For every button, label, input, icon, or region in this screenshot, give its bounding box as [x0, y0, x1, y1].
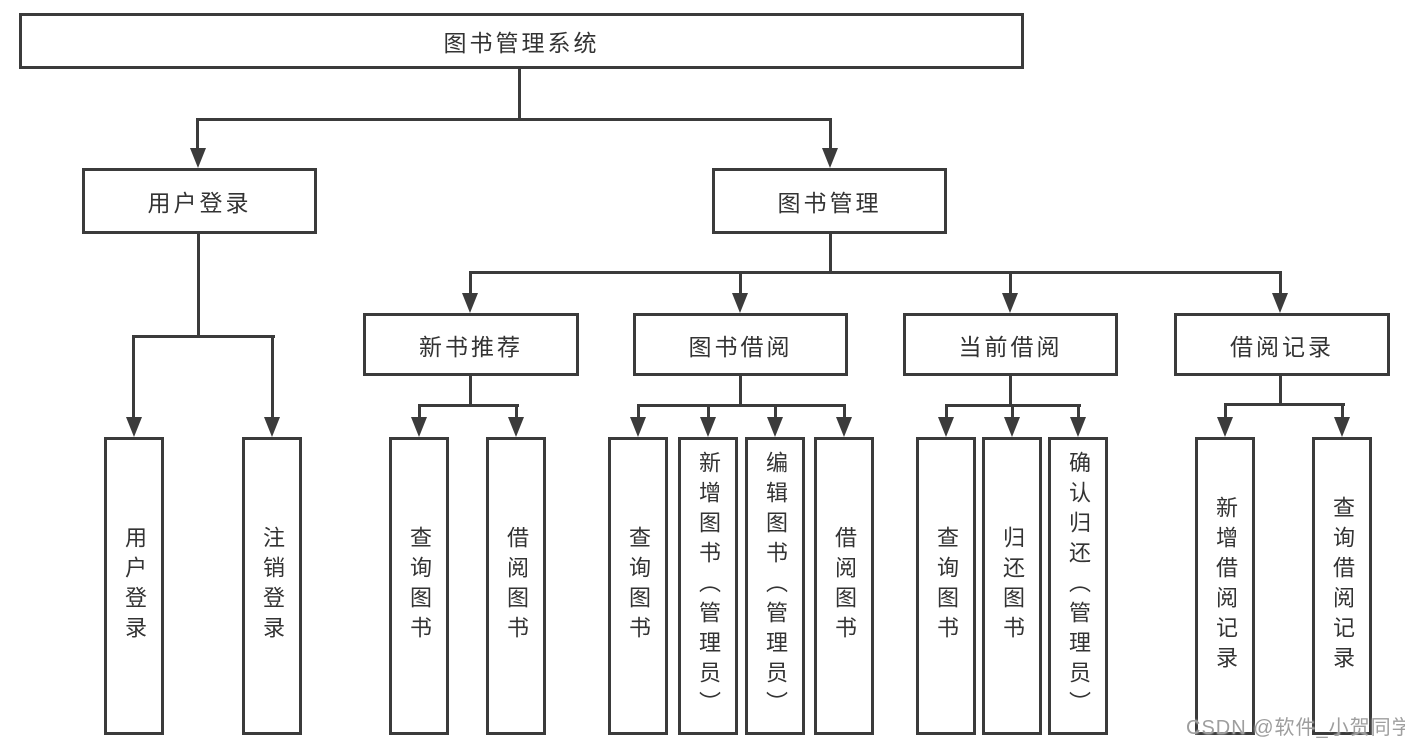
arrow-down-icon — [190, 148, 206, 168]
connector-vline — [469, 376, 472, 407]
connector-vline — [945, 404, 948, 420]
leaf-add-book-admin: 新增图书（管理员） — [678, 437, 738, 735]
leaf-label: 借阅图书 — [504, 526, 529, 646]
arrow-down-icon — [1070, 417, 1086, 437]
arrow-down-icon — [732, 293, 748, 313]
arrow-down-icon — [1002, 293, 1018, 313]
leaf-label: 查询借阅记录 — [1330, 496, 1355, 676]
connector-vline — [469, 271, 472, 296]
connector-hline — [637, 404, 846, 407]
leaf-label: 借阅图书 — [832, 526, 857, 646]
leaf-label: 确认归还（管理员） — [1066, 451, 1091, 721]
leaf-query-books-current: 查询图书 — [916, 437, 976, 735]
connector-vline — [1077, 404, 1080, 420]
connector-vline — [132, 335, 135, 419]
arrow-down-icon — [264, 417, 280, 437]
leaf-borrow-books-recommend: 借阅图书 — [486, 437, 546, 735]
connector-vline — [1009, 271, 1012, 296]
connector-vline — [271, 335, 274, 419]
connector-vline — [707, 404, 710, 420]
leaf-logout: 注销登录 — [242, 437, 302, 735]
connector-vline — [829, 234, 832, 273]
node-new-book-recommendation: 新书推荐 — [363, 313, 579, 376]
arrow-down-icon — [1334, 417, 1350, 437]
connector-vline — [774, 404, 777, 420]
leaf-label: 新增借阅记录 — [1213, 496, 1238, 676]
arrow-down-icon — [767, 417, 783, 437]
connector-vline — [637, 404, 640, 420]
leaf-label: 查询图书 — [934, 526, 959, 646]
arrow-down-icon — [462, 293, 478, 313]
leaf-label: 编辑图书（管理员） — [763, 451, 788, 721]
node-book-borrowing: 图书借阅 — [633, 313, 848, 376]
arrow-down-icon — [630, 417, 646, 437]
connector-vline — [1341, 403, 1344, 419]
connector-vline — [843, 404, 846, 420]
leaf-label: 归还图书 — [1000, 526, 1025, 646]
leaf-add-borrow-record: 新增借阅记录 — [1195, 437, 1255, 735]
connector-hline — [196, 118, 832, 121]
leaf-edit-book-admin: 编辑图书（管理员） — [745, 437, 805, 735]
leaf-borrow-books-borrowing: 借阅图书 — [814, 437, 874, 735]
leaf-label: 注销登录 — [260, 526, 285, 646]
connector-vline — [196, 118, 199, 150]
connector-vline — [829, 118, 832, 150]
arrow-down-icon — [1272, 293, 1288, 313]
leaf-label: 用户登录 — [122, 526, 147, 646]
node-library-management-system: 图书管理系统 — [19, 13, 1024, 69]
connector-vline — [1224, 403, 1227, 419]
connector-vline — [1009, 376, 1012, 407]
arrow-down-icon — [508, 417, 524, 437]
leaf-label: 查询图书 — [626, 526, 651, 646]
leaf-user-login: 用户登录 — [104, 437, 164, 735]
node-book-management: 图书管理 — [712, 168, 947, 234]
leaf-return-book: 归还图书 — [982, 437, 1042, 735]
connector-vline — [197, 233, 200, 337]
connector-vline — [739, 271, 742, 296]
arrow-down-icon — [126, 417, 142, 437]
arrow-down-icon — [836, 417, 852, 437]
leaf-query-books-recommend: 查询图书 — [389, 437, 449, 735]
arrow-down-icon — [822, 148, 838, 168]
connector-vline — [515, 404, 518, 420]
leaf-query-books-borrowing: 查询图书 — [608, 437, 668, 735]
leaf-query-borrow-record: 查询借阅记录 — [1312, 437, 1372, 735]
node-borrowing-records: 借阅记录 — [1174, 313, 1390, 376]
connector-vline — [1011, 404, 1014, 420]
node-current-borrowing: 当前借阅 — [903, 313, 1118, 376]
leaf-confirm-return-admin: 确认归还（管理员） — [1048, 437, 1108, 735]
connector-hline — [469, 271, 1282, 274]
connector-vline — [739, 376, 742, 407]
arrow-down-icon — [700, 417, 716, 437]
arrow-down-icon — [411, 417, 427, 437]
connector-vline — [1279, 376, 1282, 405]
arrow-down-icon — [1004, 417, 1020, 437]
leaf-label: 新增图书（管理员） — [696, 451, 721, 721]
connector-vline — [518, 67, 521, 118]
connector-hline — [418, 404, 519, 407]
connector-hline — [132, 335, 275, 338]
csdn-watermark: CSDN @软件_小贺同学 — [1186, 717, 1405, 739]
connector-hline — [1224, 403, 1345, 406]
leaf-label: 查询图书 — [407, 526, 432, 646]
arrow-down-icon — [938, 417, 954, 437]
connector-vline — [1279, 271, 1282, 296]
connector-vline — [418, 404, 421, 420]
arrow-down-icon — [1217, 417, 1233, 437]
node-user-login: 用户登录 — [82, 168, 317, 234]
